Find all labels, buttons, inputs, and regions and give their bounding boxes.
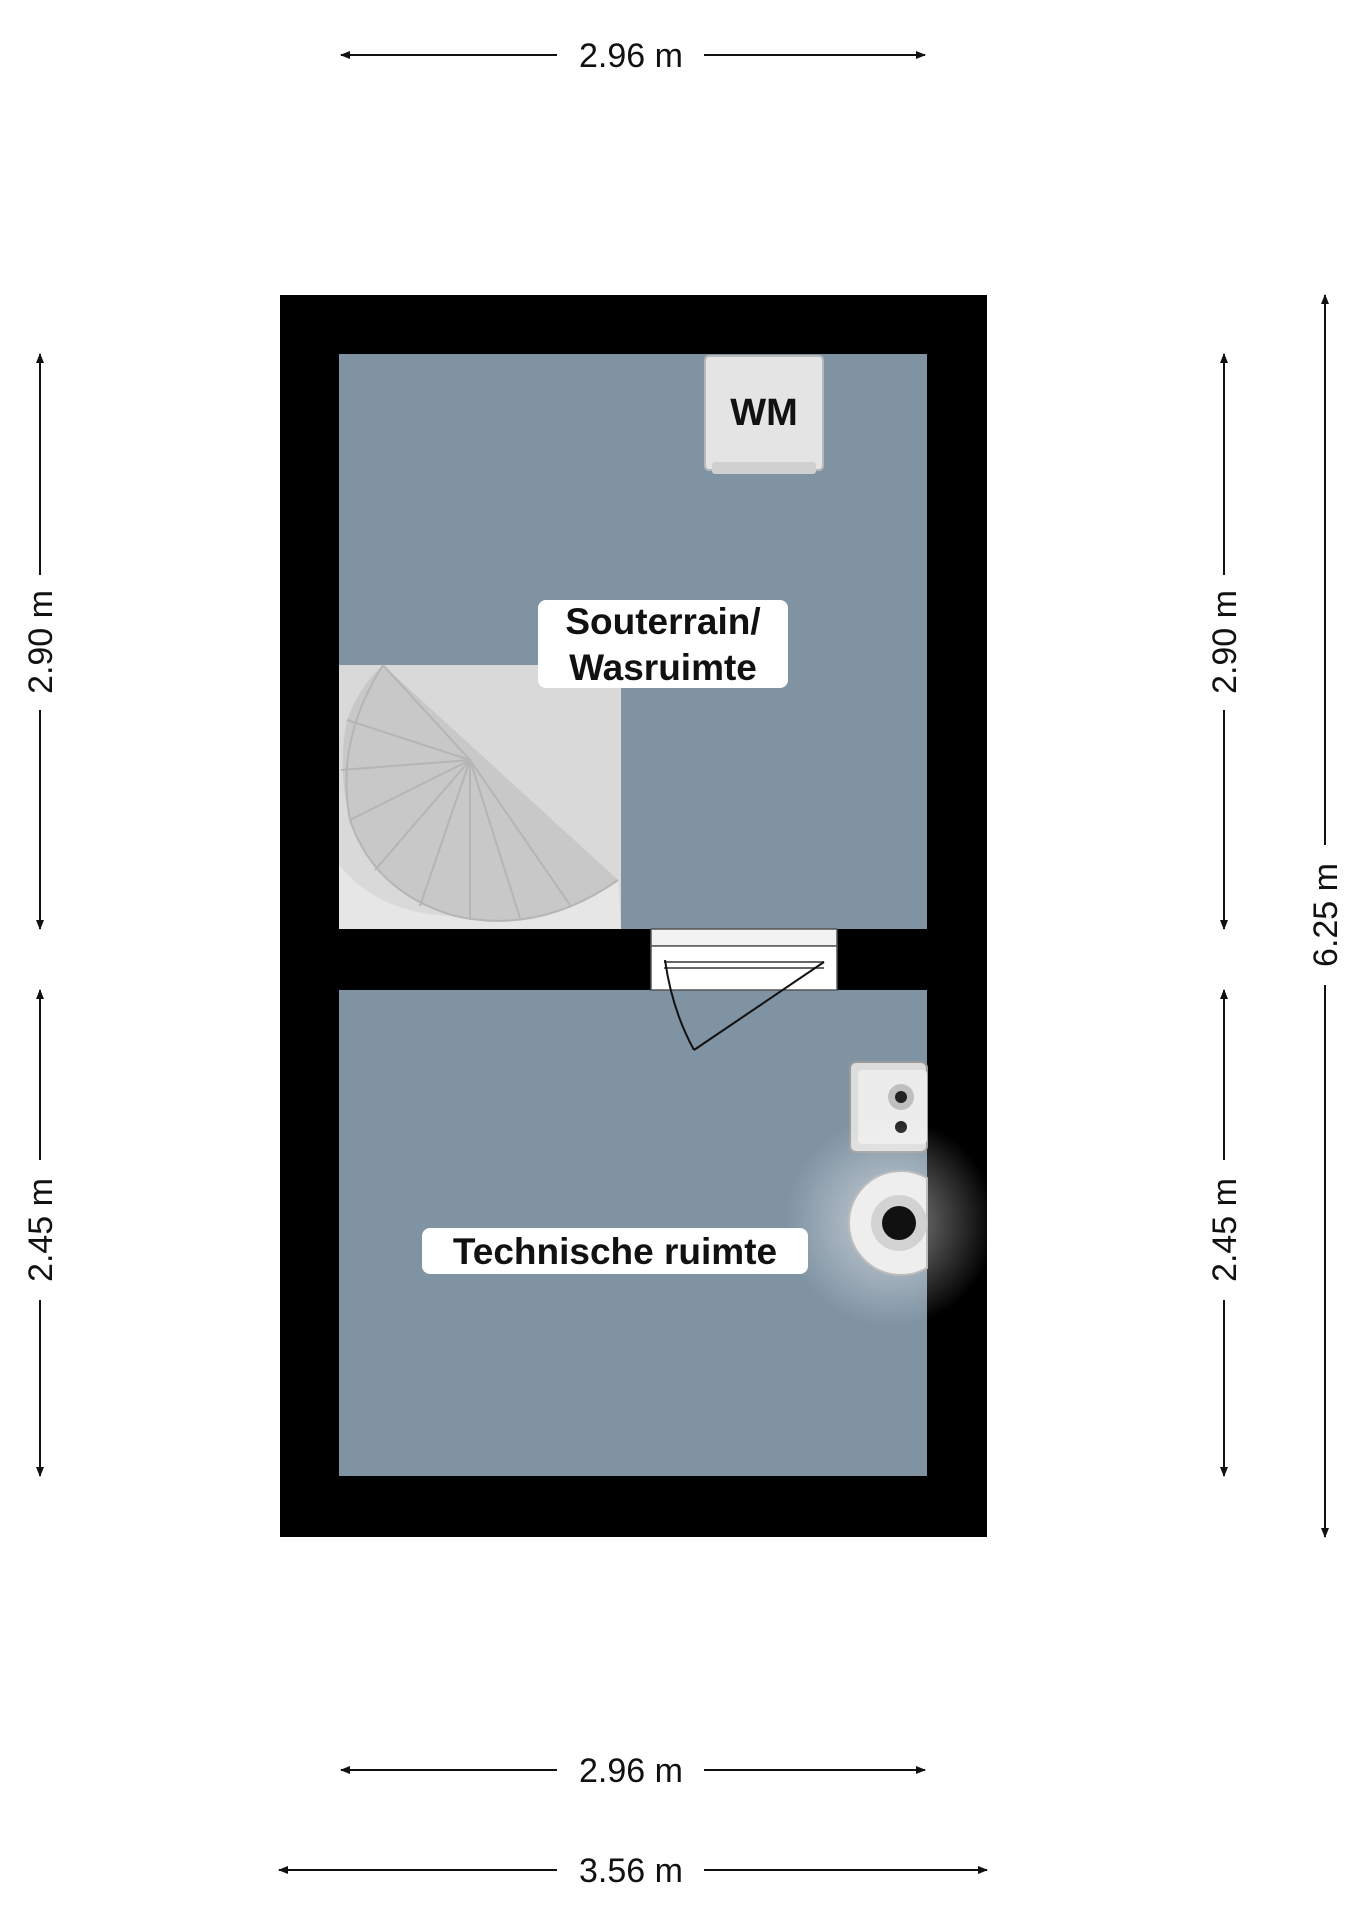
room-label-technische: Technische ruimte	[422, 1228, 808, 1274]
spiral-staircase	[339, 664, 621, 929]
dimension-left-upper: 2.90 m	[22, 353, 60, 930]
dimension-right-total: 6.25 m	[1307, 294, 1345, 1538]
dimension-bottom-outer-width: 3.56 m	[278, 1852, 988, 1890]
washing-machine: WM	[704, 355, 824, 474]
dimension-bottom-inner-width-label: 2.96 m	[579, 1752, 683, 1790]
dimension-right-upper-label: 2.90 m	[1206, 590, 1244, 694]
dimension-left-lower: 2.45 m	[22, 989, 60, 1477]
dimension-right-lower: 2.45 m	[1206, 989, 1244, 1477]
dimension-right-upper: 2.90 m	[1206, 353, 1244, 930]
dimension-top-width-label: 2.96 m	[579, 37, 683, 75]
dimension-top-width: 2.96 m	[340, 37, 926, 75]
dimension-right-lower-label: 2.45 m	[1206, 1178, 1244, 1282]
boiler	[785, 1117, 995, 1327]
door	[650, 928, 838, 1051]
room-label-souterrain-line1: Souterrain/	[565, 601, 760, 642]
dimension-bottom-outer-width-label: 3.56 m	[579, 1852, 683, 1890]
dimension-left-upper-label: 2.90 m	[22, 590, 60, 694]
dimension-left-lower-label: 2.45 m	[22, 1178, 60, 1282]
room-label-souterrain-line2: Wasruimte	[569, 647, 757, 688]
dimension-bottom-inner-width: 2.96 m	[340, 1752, 926, 1790]
washing-machine-label: WM	[730, 392, 798, 434]
dimension-right-total-label: 6.25 m	[1307, 863, 1345, 967]
room-label-technische-text: Technische ruimte	[453, 1231, 777, 1272]
room-label-souterrain: Souterrain/ Wasruimte	[538, 600, 788, 688]
